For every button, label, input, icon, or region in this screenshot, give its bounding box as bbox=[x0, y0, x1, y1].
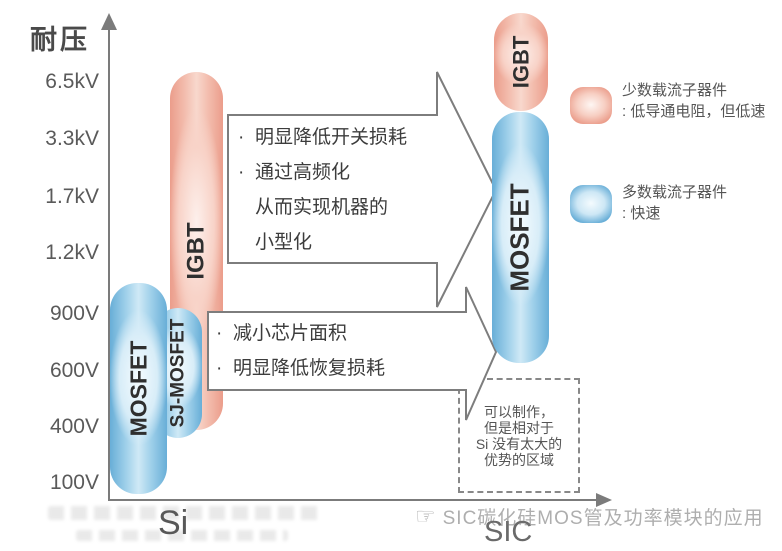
bar-sic-igbt: IGBT bbox=[494, 13, 548, 111]
legend-minority-line2: : 低导通电阻，但低速 bbox=[622, 103, 766, 120]
y-axis-line bbox=[108, 28, 110, 501]
bullet-icon: · bbox=[238, 162, 245, 183]
bar-si-mosfet: MOSFET bbox=[110, 283, 167, 494]
faint-watermark-line2 bbox=[76, 530, 288, 541]
x-axis-arrow-icon bbox=[596, 493, 612, 507]
tick-100v: 100V bbox=[49, 471, 99, 494]
bar-si-igbt-label: IGBT bbox=[182, 222, 210, 280]
bottom-arrow-line1: · 减小芯片面积 bbox=[216, 316, 385, 351]
bottom-arrow-line2: · 明显降低恢复损耗 bbox=[216, 351, 385, 386]
legend-minority-text: 少数载流子器件 : 低导通电阻，但低速 bbox=[622, 80, 765, 122]
legend-minority-line1: 少数载流子器件 bbox=[622, 82, 728, 99]
top-arrow-line4-text: 小型化 bbox=[255, 232, 313, 253]
top-arrow-line1-text: 明显降低开关损耗 bbox=[255, 127, 408, 148]
bar-si-sj-mosfet-label: SJ-MOSFET bbox=[167, 318, 189, 428]
top-arrow-line1: · 明显降低开关损耗 bbox=[238, 120, 407, 155]
top-arrow-line3: 从而实现机器的 bbox=[238, 190, 407, 225]
top-arrow-line2: · 通过高频化 bbox=[238, 155, 407, 190]
bar-sic-mosfet: MOSFET bbox=[492, 112, 549, 363]
tick-1-2kv: 1.2kV bbox=[45, 241, 99, 264]
tick-900v: 900V bbox=[49, 302, 99, 325]
legend-majority-swatch bbox=[570, 185, 612, 223]
bar-sic-mosfet-label: MOSFET bbox=[505, 183, 535, 292]
top-arrow-line2-text: 通过高频化 bbox=[255, 162, 351, 183]
watermark-text: SIC碳化硅MOS管及功率模块的应用 bbox=[442, 508, 764, 529]
legend-majority-text: 多数载流子器件 : 快速 bbox=[622, 182, 727, 224]
top-arrow-text: · 明显降低开关损耗 · 通过高频化 从而实现机器的 小型化 bbox=[238, 120, 407, 260]
x-axis-line bbox=[108, 499, 598, 501]
note-box-line2: 但是相对于 bbox=[484, 420, 554, 436]
bar-si-mosfet-label: MOSFET bbox=[125, 340, 151, 437]
tick-3-3kv: 3.3kV bbox=[45, 127, 99, 150]
bar-sic-igbt-label: IGBT bbox=[508, 35, 533, 89]
legend-majority-line2: : 快速 bbox=[622, 205, 661, 222]
x-category-sic: SIC bbox=[484, 516, 533, 548]
bottom-arrow-line1-text: 减小芯片面积 bbox=[233, 323, 348, 344]
top-arrow-line4: 小型化 bbox=[238, 225, 407, 260]
tick-1-7kv: 1.7kV bbox=[45, 185, 99, 208]
y-axis-title: 耐压 bbox=[30, 25, 90, 55]
tick-600v: 600V bbox=[49, 359, 99, 382]
bottom-arrow-text: · 减小芯片面积 · 明显降低恢复损耗 bbox=[216, 316, 385, 386]
note-box-line1: 可以制作， bbox=[484, 404, 554, 420]
bullet-icon: · bbox=[216, 323, 223, 344]
pointing-hand-icon: ☞ bbox=[415, 503, 437, 529]
legend-majority-line1: 多数载流子器件 bbox=[622, 184, 728, 201]
tick-400v: 400V bbox=[49, 415, 99, 438]
top-arrow-line3-text: 从而实现机器的 bbox=[255, 197, 389, 218]
bottom-arrow-line2-text: 明显降低恢复损耗 bbox=[233, 358, 386, 379]
note-box-line3: Si 没有太大的 bbox=[475, 436, 563, 452]
tick-6-5kv: 6.5kV bbox=[45, 70, 99, 93]
bullet-icon: · bbox=[216, 358, 223, 379]
watermark: ☞ SIC碳化硅MOS管及功率模块的应用 bbox=[415, 503, 764, 530]
legend-minority-swatch bbox=[570, 87, 612, 124]
note-box-line4: 优势的区域 bbox=[484, 452, 554, 468]
faint-watermark-line1 bbox=[48, 506, 323, 520]
y-axis-arrow-icon bbox=[101, 13, 117, 30]
x-category-si: Si bbox=[158, 504, 189, 542]
bullet-icon: · bbox=[238, 127, 245, 148]
note-box: 可以制作， 但是相对于 Si 没有太大的 优势的区域 bbox=[458, 378, 580, 493]
